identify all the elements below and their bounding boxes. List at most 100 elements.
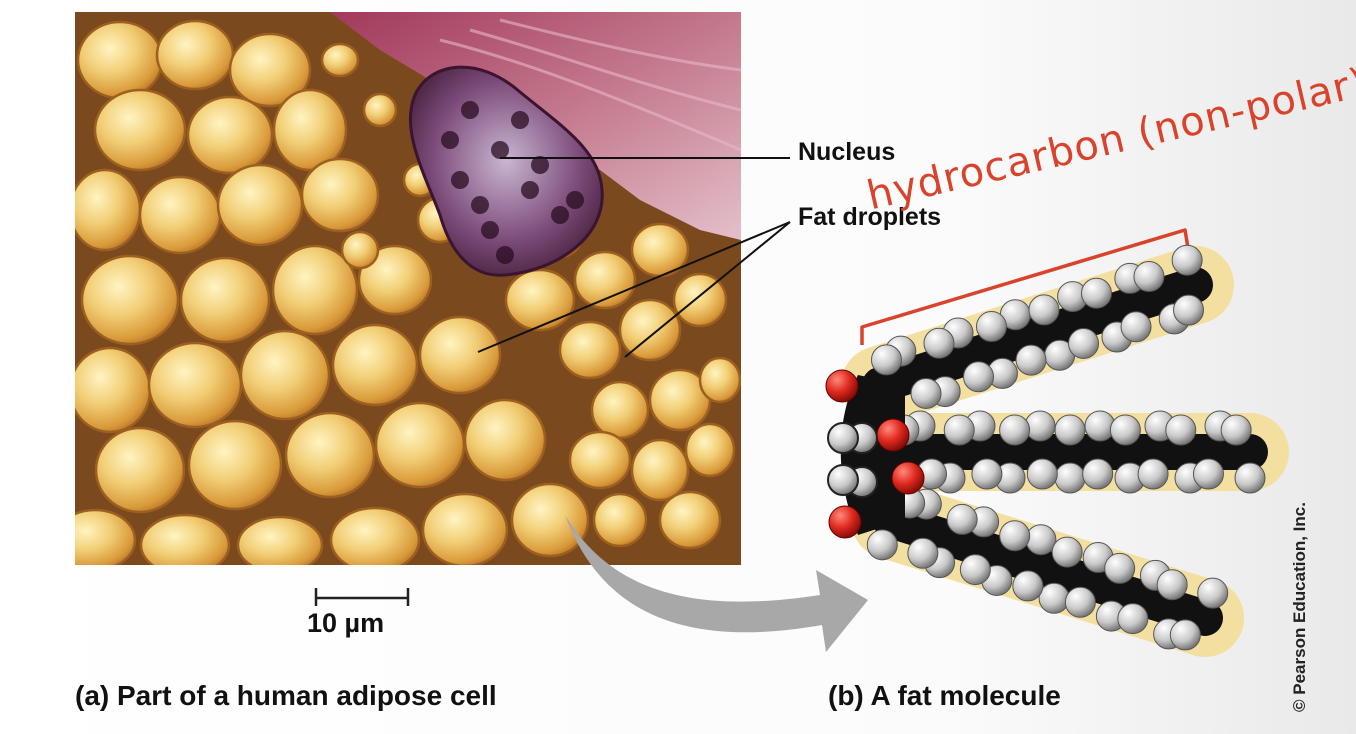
fat-droplet — [75, 168, 142, 252]
fatty-acid-tail — [841, 244, 1234, 426]
hydrogen-atom — [870, 344, 902, 376]
hydrogen-atom — [999, 520, 1031, 552]
fat-droplet — [362, 92, 398, 128]
chromatin-spot — [491, 141, 509, 159]
chromatin-spots — [441, 101, 584, 264]
fat-droplet — [228, 32, 312, 108]
fat-droplet — [80, 254, 180, 346]
fat-droplet-leader-line-2 — [624, 221, 791, 358]
hydrogen-atom — [1038, 582, 1070, 614]
curved-arrow — [565, 515, 868, 652]
chromatin-spot — [496, 246, 514, 264]
chromatin-spot — [481, 221, 499, 239]
hydrogen-atom — [1054, 462, 1086, 494]
fat-droplet — [94, 426, 186, 514]
fat-droplet — [658, 490, 722, 550]
hydrogen-atom — [963, 361, 995, 393]
fatty-acid-tail — [851, 481, 1244, 657]
fat-droplet — [698, 356, 741, 404]
fat-droplet — [568, 430, 632, 490]
hydrogen-atom — [943, 414, 975, 446]
fat-droplet — [331, 323, 419, 407]
fat-droplet — [236, 515, 324, 565]
hydrogen-atom — [1137, 458, 1169, 490]
hydrogen-atom — [1156, 569, 1188, 601]
hydrogen-atom — [907, 537, 939, 569]
hydrogen-atom — [1082, 458, 1114, 490]
fat-droplet — [75, 346, 152, 434]
fat-droplet — [590, 380, 650, 440]
copyright-credit: © Pearson Education, Inc. — [1290, 502, 1309, 712]
fat-droplet — [672, 272, 728, 328]
fat-droplet — [504, 268, 576, 332]
chromatin-spot — [441, 131, 459, 149]
hydrogen-atom — [1068, 327, 1100, 359]
hydrogen-atom — [946, 503, 978, 535]
fat-droplet — [684, 422, 736, 478]
hydrogen-atom — [999, 414, 1031, 446]
hydrogen-atom — [1015, 344, 1047, 376]
fat-droplet — [186, 95, 274, 175]
nucleus-shape — [408, 65, 604, 277]
fat-droplet — [155, 19, 235, 91]
fat-droplet — [630, 438, 690, 502]
fat-droplet — [139, 513, 231, 565]
hydrogen-atom — [827, 464, 859, 496]
hydrogen-atom — [910, 377, 942, 409]
oxygen-atom — [828, 505, 862, 539]
fat-droplet — [357, 244, 433, 316]
fat-droplet — [618, 298, 682, 362]
glycerol-head — [825, 369, 925, 539]
chromatin-spot — [521, 181, 539, 199]
fat-droplet — [300, 157, 380, 233]
chromatin-spot — [451, 171, 469, 189]
fat-droplet — [271, 244, 359, 336]
chromatin-spot — [566, 191, 584, 209]
chromatin-spot — [551, 206, 569, 224]
fat-droplet — [329, 506, 421, 565]
fat-droplets-label: Fat droplets — [798, 203, 942, 231]
fat-droplet — [320, 42, 360, 78]
hydrogen-atom — [1012, 570, 1044, 602]
fat-droplet — [93, 88, 187, 172]
fat-droplet — [463, 398, 547, 482]
hydrogen-atom — [1117, 603, 1149, 635]
fat-droplet — [592, 492, 648, 548]
fat-droplet — [75, 508, 137, 565]
hydrogen-atom — [1026, 458, 1058, 490]
hydrogen-atom — [1080, 277, 1112, 309]
fat-droplet — [147, 341, 243, 429]
hydrogen-atom — [1169, 619, 1201, 651]
fat-droplet — [418, 315, 502, 395]
fat-droplet — [421, 492, 509, 565]
hydrogen-atom — [866, 529, 898, 561]
fat-droplet — [340, 230, 380, 270]
oxygen-atom — [825, 369, 859, 403]
hydrogen-atom — [1028, 294, 1060, 326]
hydrogen-atom — [1064, 586, 1096, 618]
fat-droplet — [179, 256, 271, 344]
oxygen-atom — [876, 418, 910, 452]
fat-droplet — [138, 175, 222, 255]
chromatin-spot — [511, 111, 529, 129]
fat-droplet — [573, 250, 637, 310]
hydrogen-atom — [1173, 294, 1205, 326]
hydrogen-atom — [1197, 577, 1229, 609]
hydrogen-atom — [827, 422, 859, 454]
hydrogen-atom — [923, 327, 955, 359]
chromatin-spot — [531, 156, 549, 174]
hydrogen-atom — [1051, 536, 1083, 568]
fat-droplet-leader-line-1 — [477, 221, 791, 353]
fat-droplet — [239, 329, 331, 421]
fat-droplet — [76, 20, 164, 100]
fat-molecule-model — [825, 228, 1289, 657]
hydrogen-atom — [1133, 261, 1165, 293]
hydrogen-atom — [1234, 462, 1266, 494]
hydrocarbon-bracket — [860, 228, 1190, 345]
hydrogen-atom — [975, 311, 1007, 343]
hydrogen-atom — [1025, 524, 1057, 556]
hydrogen-atom — [1120, 311, 1152, 343]
hydrogen-atom — [1165, 414, 1197, 446]
fat-droplet — [284, 411, 376, 499]
